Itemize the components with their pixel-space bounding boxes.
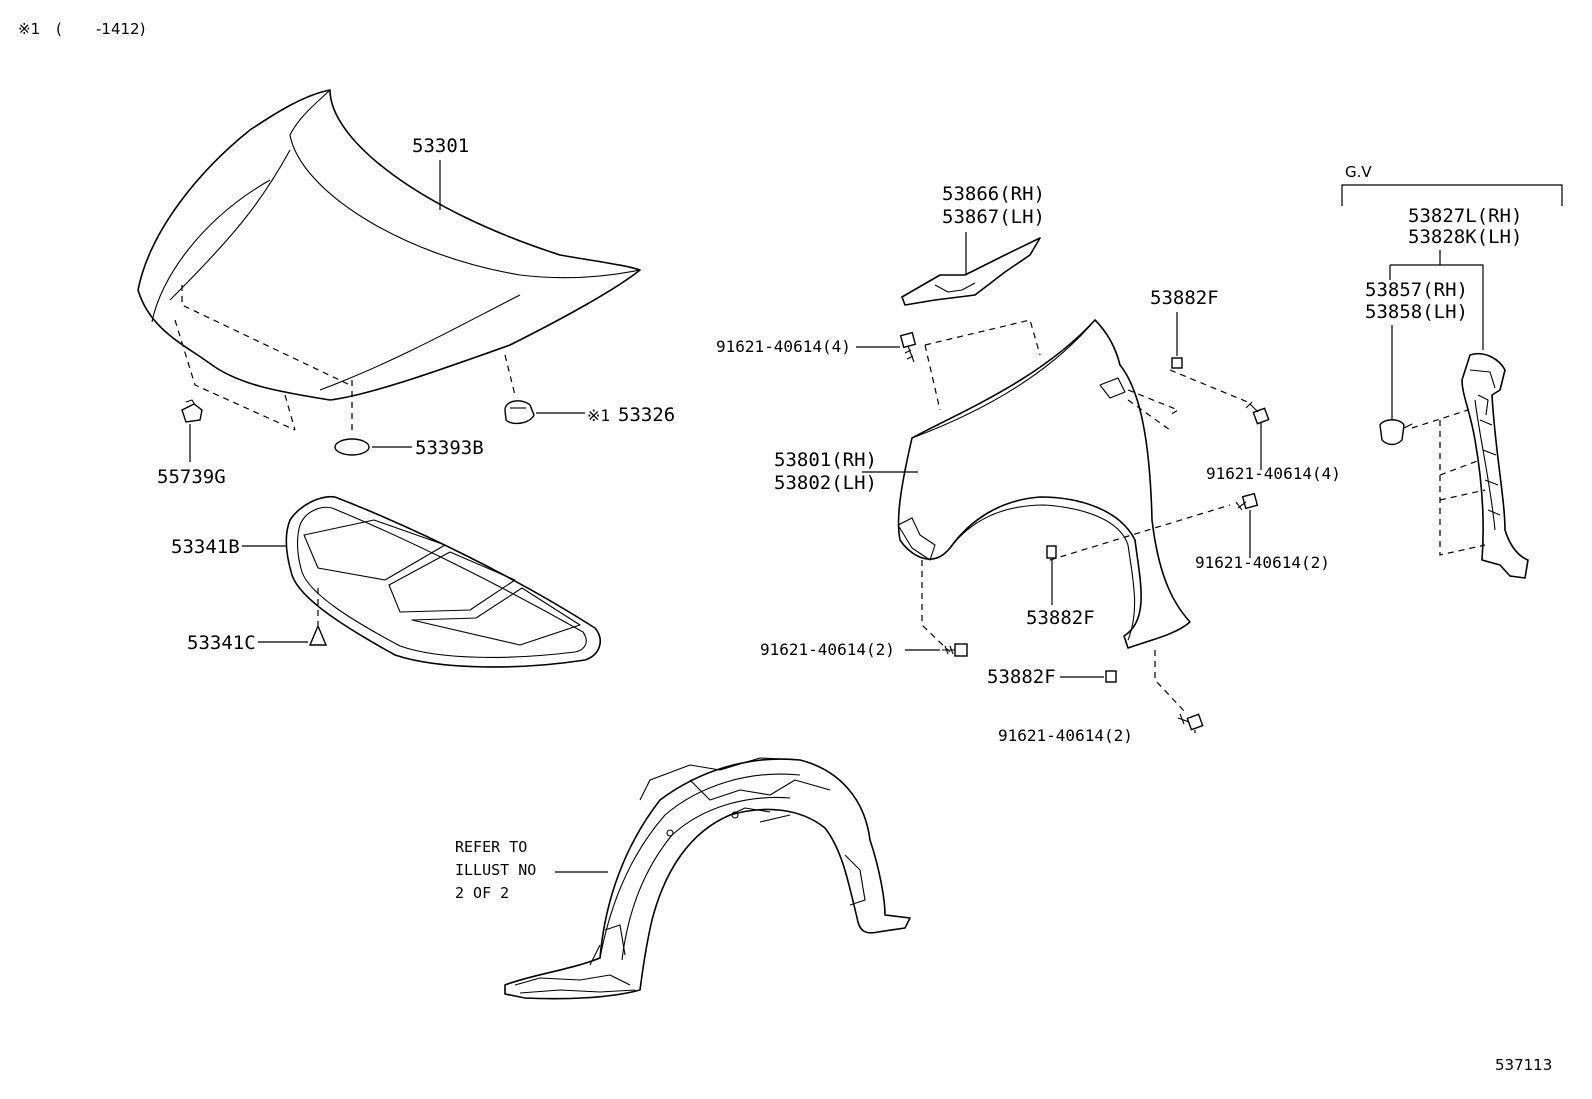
refer-line-3: 2 OF 2 <box>455 884 509 902</box>
label-fender-lh: 53802(LH) <box>774 472 877 494</box>
label-hood-seal: 53393B <box>415 437 484 459</box>
label-insulator-clip: 53341C <box>187 632 256 654</box>
bolt-icon[interactable] <box>1177 713 1204 731</box>
label-nut-lower: 53882F <box>987 666 1056 688</box>
hood-panel-icon[interactable] <box>137 89 641 432</box>
clip-icon[interactable] <box>1379 419 1413 446</box>
protector-dash-1 <box>1439 420 1486 556</box>
label-fender-seal-lh: 53867(LH) <box>942 206 1045 228</box>
striker-icon[interactable] <box>504 400 535 425</box>
front-fender-icon[interactable] <box>897 319 1251 713</box>
fender-liner-icon[interactable] <box>504 757 911 1000</box>
label-hood-insulator: 53341B <box>171 536 240 558</box>
fender-protector-icon[interactable] <box>1461 352 1529 579</box>
refer-line-1: REFER TO <box>455 838 527 856</box>
seal-icon[interactable] <box>334 438 370 456</box>
label-fender-seal-rh: 53866(RH) <box>942 183 1045 205</box>
nut-icon[interactable] <box>1105 670 1117 683</box>
nut-icon[interactable] <box>1046 545 1057 559</box>
label-nut-arch: 53882F <box>1026 607 1095 629</box>
label-striker-note: ※1 <box>587 406 610 425</box>
fender-seal-icon[interactable] <box>901 237 1041 306</box>
label-bolt-bottom: 91621-40614(2) <box>998 726 1133 745</box>
label-bolt-front: 91621-40614(2) <box>760 640 895 659</box>
label-clip-rh: 53857(RH) <box>1365 279 1468 301</box>
label-clip-lh: 53858(LH) <box>1365 301 1468 323</box>
label-nut-upper: 53882F <box>1150 287 1219 309</box>
protector-dash-2 <box>1439 459 1481 476</box>
clip-icon[interactable] <box>308 624 328 646</box>
bolt-icon[interactable] <box>1235 492 1259 511</box>
hood-insulator-icon[interactable] <box>285 495 601 668</box>
label-gv-header: G.V <box>1345 163 1372 181</box>
refer-line-2: ILLUST NO <box>455 861 536 879</box>
bolt-icon[interactable] <box>1245 401 1270 425</box>
label-bolt-right: 91621-40614(4) <box>1206 464 1341 483</box>
label-bolt-arch: 91621-40614(2) <box>1195 553 1330 572</box>
label-fender-rh: 53801(RH) <box>774 449 877 471</box>
note-mark: ※1 <box>18 20 40 38</box>
nut-icon[interactable] <box>1171 357 1183 369</box>
label-hood-lock-striker: 53326 <box>618 404 675 426</box>
label-protector-lh: 53828K(LH) <box>1408 226 1522 248</box>
illustration-number: 537113 <box>1495 1056 1552 1074</box>
bolt-icon[interactable] <box>899 331 917 363</box>
header-note: ※1 ( -1412) <box>18 20 145 38</box>
clip-icon[interactable] <box>181 399 203 423</box>
clip-dash-gv <box>1411 409 1469 429</box>
label-hood-cushion: 55739G <box>157 466 226 488</box>
label-hood: 53301 <box>412 135 469 157</box>
protector-dash-3 <box>1439 489 1486 501</box>
gv-bracket <box>1341 184 1563 206</box>
note-range: -1412) <box>96 20 145 38</box>
label-protector-rh: 53827L(RH) <box>1408 205 1522 227</box>
label-bolt-top: 91621-40614(4) <box>716 337 851 356</box>
bolt-icon[interactable] <box>942 643 968 657</box>
note-paren-open: ( <box>56 20 62 38</box>
leader-protector <box>1390 264 1484 350</box>
